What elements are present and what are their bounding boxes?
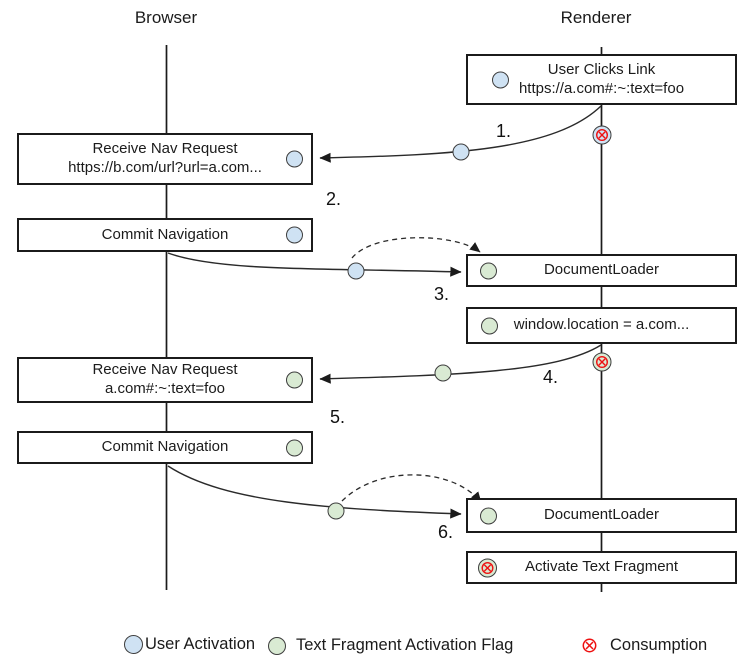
legend-consumption: Consumption: [582, 636, 707, 655]
step-label-3: 3.: [434, 284, 450, 304]
box-title: Receive Nav Request: [92, 140, 238, 158]
box-subtitle: a.com#:~:text=foo: [104, 380, 226, 397]
user-activation-token-icon: [286, 150, 303, 168]
user-activation-token-icon: [492, 71, 509, 88]
fragment-flag-token-icon: [286, 439, 303, 456]
arrow-step1-user-click-to-receive-nav: [319, 105, 602, 163]
box-title: User Clicks Link: [547, 60, 656, 78]
consumption-icon: [478, 558, 497, 577]
dashed-arc-token-to-documentloader-2: [341, 474, 482, 503]
box-title: DocumentLoader: [543, 506, 660, 524]
fragment-flag-token-icon: [480, 507, 497, 524]
box-subtitle: https://b.com/url?url=a.com...: [68, 159, 262, 176]
box-user-clicks-link: User Clicks Link https://a.com#:~:text=f…: [466, 54, 737, 105]
user-activation-token-step1: [452, 143, 470, 161]
box-title: Receive Nav Request: [92, 361, 238, 379]
box-title: Activate Text Fragment: [524, 558, 679, 576]
box-subtitle: https://a.com#:~:text=foo: [518, 79, 685, 97]
fragment-flag-token-step4: [434, 364, 452, 382]
step-label-6: 6.: [438, 522, 454, 542]
box-title: Commit Navigation: [101, 225, 229, 243]
user-activation-token-step2: [347, 262, 365, 280]
box-title: DocumentLoader: [543, 261, 660, 279]
consumption-marker-user-activation: [592, 125, 612, 145]
arrow-step2-commit-to-documentloader: [167, 252, 462, 277]
box-title: Commit Navigation: [101, 438, 229, 456]
renderer-lane-title: Renderer: [560, 8, 632, 27]
box-window-location: window.location = a.com...: [466, 307, 737, 344]
circled-x-icon: [595, 355, 609, 369]
circled-x-icon: [582, 638, 597, 653]
legend-fragment-flag: Text Fragment Activation Flag: [268, 636, 513, 655]
arrow-step4-windowlocation-to-receive-nav: [319, 344, 602, 384]
box-commit-navigation-1: Commit Navigation: [17, 218, 313, 252]
box-document-loader-2: DocumentLoader: [466, 498, 737, 533]
legend-label: Text Fragment Activation Flag: [296, 636, 514, 654]
circled-x-icon: [595, 128, 609, 142]
box-receive-nav-request-1: Receive Nav Request https://b.com/url?ur…: [17, 133, 313, 185]
box-title: window.location = a.com...: [513, 316, 690, 334]
step-label-1: 1.: [496, 121, 512, 141]
browser-lane-title: Browser: [134, 8, 198, 27]
user-activation-token-icon: [286, 226, 303, 244]
fragment-flag-token-icon: [480, 262, 497, 279]
step-label-4: 4.: [543, 367, 559, 387]
fragment-flag-icon: [268, 636, 286, 655]
circled-x-icon: [481, 561, 494, 574]
box-receive-nav-request-2: Receive Nav Request a.com#:~:text=foo: [17, 357, 313, 403]
step-label-5: 5.: [330, 407, 346, 427]
arrow-step5-commit-to-documentloader-2: [167, 465, 462, 519]
legend-user-activation: User Activation: [124, 635, 255, 654]
legend-label: User Activation: [145, 635, 256, 653]
box-document-loader-1: DocumentLoader: [466, 254, 737, 287]
dashed-arc-token-to-documentloader-1: [351, 237, 481, 259]
fragment-flag-token-icon: [286, 371, 303, 389]
box-activate-text-fragment: Activate Text Fragment: [466, 551, 737, 584]
box-commit-navigation-2: Commit Navigation: [17, 431, 313, 464]
step-label-2: 2.: [326, 189, 342, 209]
fragment-flag-token-icon: [481, 317, 498, 334]
fragment-flag-token-step5: [327, 502, 345, 520]
user-activation-icon: [124, 635, 143, 654]
legend-label: Consumption: [610, 636, 708, 654]
consumption-marker-fragment-flag: [592, 352, 612, 372]
